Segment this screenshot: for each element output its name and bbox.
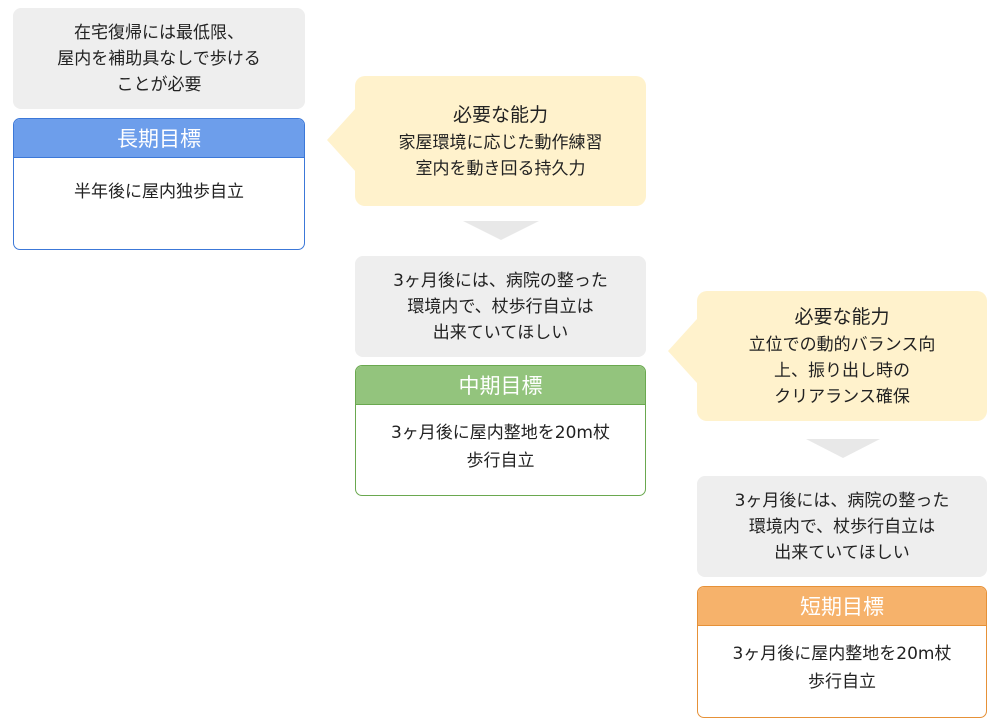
mid-term-goal-box: 中期目標 3ヶ月後に屋内整地を20m杖 歩行自立 bbox=[355, 365, 646, 496]
mid-term-goal-title: 中期目標 bbox=[356, 366, 645, 405]
long-term-goal-title: 長期目標 bbox=[14, 119, 304, 158]
short-term-note: 3ヶ月後には、病院の整った 環境内で、杖歩行自立は 出来ていてほしい bbox=[697, 476, 987, 577]
long-term-goal-box: 長期目標 半年後に屋内独歩自立 bbox=[13, 118, 305, 250]
ability-callout-1: 必要な能力 家屋環境に応じた動作練習 室内を動き回る持久力 bbox=[355, 76, 646, 206]
ability-2-body: 立位での動的バランス向 上、振り出し時の クリアランス確保 bbox=[748, 335, 936, 407]
callout-pointer bbox=[327, 108, 356, 172]
mid-term-goal-body: 3ヶ月後に屋内整地を20m杖 歩行自立 bbox=[390, 423, 610, 471]
ability-1-title: 必要な能力 bbox=[452, 104, 548, 126]
short-term-goal-title: 短期目標 bbox=[698, 587, 986, 626]
short-term-goal-box: 短期目標 3ヶ月後に屋内整地を20m杖 歩行自立 bbox=[697, 586, 987, 718]
long-term-note: 在宅復帰には最低限、 屋内を補助具なしで歩ける ことが必要 bbox=[13, 8, 305, 109]
down-arrow-icon bbox=[806, 439, 880, 458]
callout-pointer bbox=[668, 319, 697, 383]
long-term-goal-body: 半年後に屋内独歩自立 bbox=[74, 182, 244, 202]
mid-term-note: 3ヶ月後には、病院の整った 環境内で、杖歩行自立は 出来ていてほしい bbox=[355, 256, 646, 357]
ability-callout-2: 必要な能力 立位での動的バランス向 上、振り出し時の クリアランス確保 bbox=[697, 291, 987, 421]
down-arrow-icon bbox=[463, 221, 539, 240]
ability-1-body: 家屋環境に応じた動作練習 室内を動き回る持久力 bbox=[398, 133, 603, 179]
short-term-goal-body: 3ヶ月後に屋内整地を20m杖 歩行自立 bbox=[732, 644, 952, 692]
ability-2-title: 必要な能力 bbox=[794, 306, 890, 328]
